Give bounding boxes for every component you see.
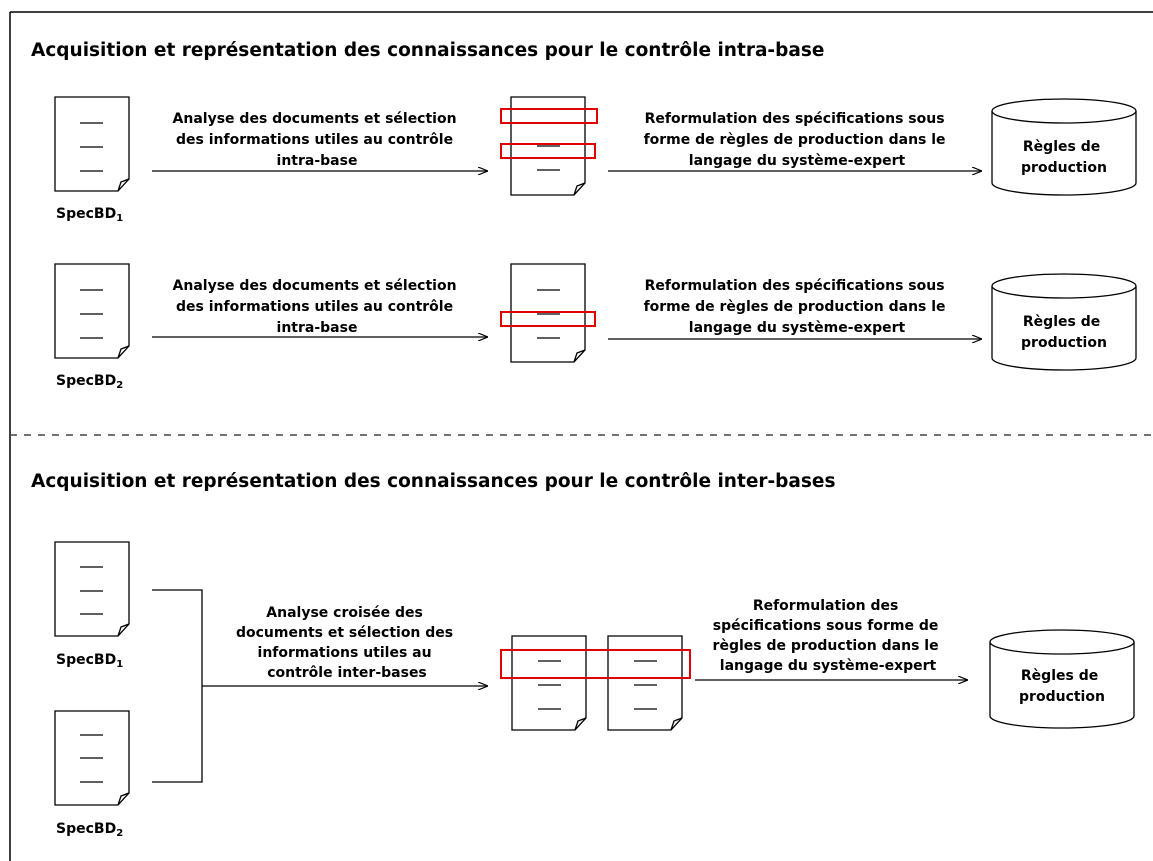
highlight-box (500, 108, 598, 124)
document-icon (54, 96, 130, 192)
document-icon (607, 635, 683, 731)
document-icon (54, 541, 130, 637)
section-title-inter: Acquisition et représentation des connai… (31, 471, 835, 492)
doc-label-specbd1: SpecBD1 (56, 652, 123, 670)
highlight-box (500, 649, 691, 679)
reformulation-label: Reformulation des spécifications sous fo… (644, 111, 951, 169)
database-icon (991, 98, 1137, 196)
merge-connector (152, 589, 203, 783)
highlight-box (500, 311, 596, 327)
highlight-box (500, 143, 596, 159)
document-icon (511, 635, 587, 731)
doc-label-specbd1: SpecBD1 (56, 206, 123, 224)
database-icon (991, 273, 1137, 371)
database-label: Règles de production (1021, 139, 1107, 176)
doc-label-specbd2: SpecBD2 (56, 821, 123, 839)
intra-row-1: SpecBD1 Analyse des documents et sélecti… (54, 96, 1137, 224)
reformulation-label: Reformulation des spécifications sous fo… (713, 598, 944, 674)
document-icon (54, 263, 130, 359)
database-label: Règles de production (1021, 314, 1107, 351)
intra-row-2: SpecBD2 Analyse des documents et sélecti… (54, 263, 1137, 391)
analysis-label: Analyse des documents et sélection des i… (173, 111, 462, 169)
database-icon (989, 629, 1135, 729)
analysis-label: Analyse des documents et sélection des i… (173, 278, 462, 336)
inter-row: SpecBD1 SpecBD2 Analyse croisée des docu… (54, 541, 1135, 839)
doc-label-specbd2: SpecBD2 (56, 373, 123, 391)
analysis-label: Analyse croisée des documents et sélecti… (236, 605, 458, 681)
database-label: Règles de production (1019, 668, 1105, 705)
section-title-intra: Acquisition et représentation des connai… (31, 40, 824, 61)
reformulation-label: Reformulation des spécifications sous fo… (644, 278, 951, 336)
